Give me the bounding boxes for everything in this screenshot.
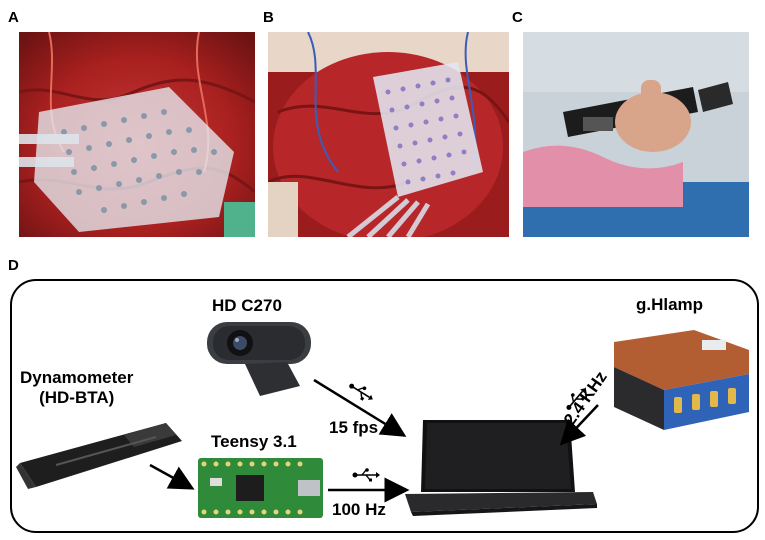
dynamometer-icon xyxy=(16,415,186,495)
usb-icon xyxy=(345,379,376,406)
panel-label-a: A xyxy=(8,9,19,26)
usb-icon xyxy=(352,468,380,482)
teensy-label: Teensy 3.1 xyxy=(211,432,297,451)
amplifier-label: g.Hlamp xyxy=(636,295,704,314)
webcam-rate-label: 15 fps xyxy=(329,418,379,437)
usb-icon xyxy=(562,384,591,414)
dynamometer-label: Dynamometer (HD-BTA) xyxy=(20,368,133,407)
webcam-label: HD C270 xyxy=(212,296,282,315)
photo-hand-dynamometer xyxy=(523,32,749,237)
photo-ecog-grid-b xyxy=(268,32,509,237)
panel-label-b: B xyxy=(263,9,274,26)
setup-diagram-frame xyxy=(10,279,759,533)
arrow-amplifier-to-laptop xyxy=(559,404,599,446)
webcam-icon xyxy=(205,318,315,403)
panel-label-c: C xyxy=(512,9,523,26)
amplifier-icon xyxy=(604,322,754,432)
laptop-icon xyxy=(405,420,600,520)
arrow-webcam-to-laptop xyxy=(313,378,407,437)
photo-ecog-grid-a xyxy=(19,32,255,237)
teensy-board-icon xyxy=(198,458,323,518)
teensy-rate-label: 100 Hz xyxy=(332,500,386,519)
arrow-dynamometer-to-teensy xyxy=(149,463,195,490)
panel-label-d: D xyxy=(8,257,19,274)
dynamometer-label-line1: Dynamometer xyxy=(20,368,134,387)
dynamometer-label-line2: (HD-BTA) xyxy=(39,387,115,407)
